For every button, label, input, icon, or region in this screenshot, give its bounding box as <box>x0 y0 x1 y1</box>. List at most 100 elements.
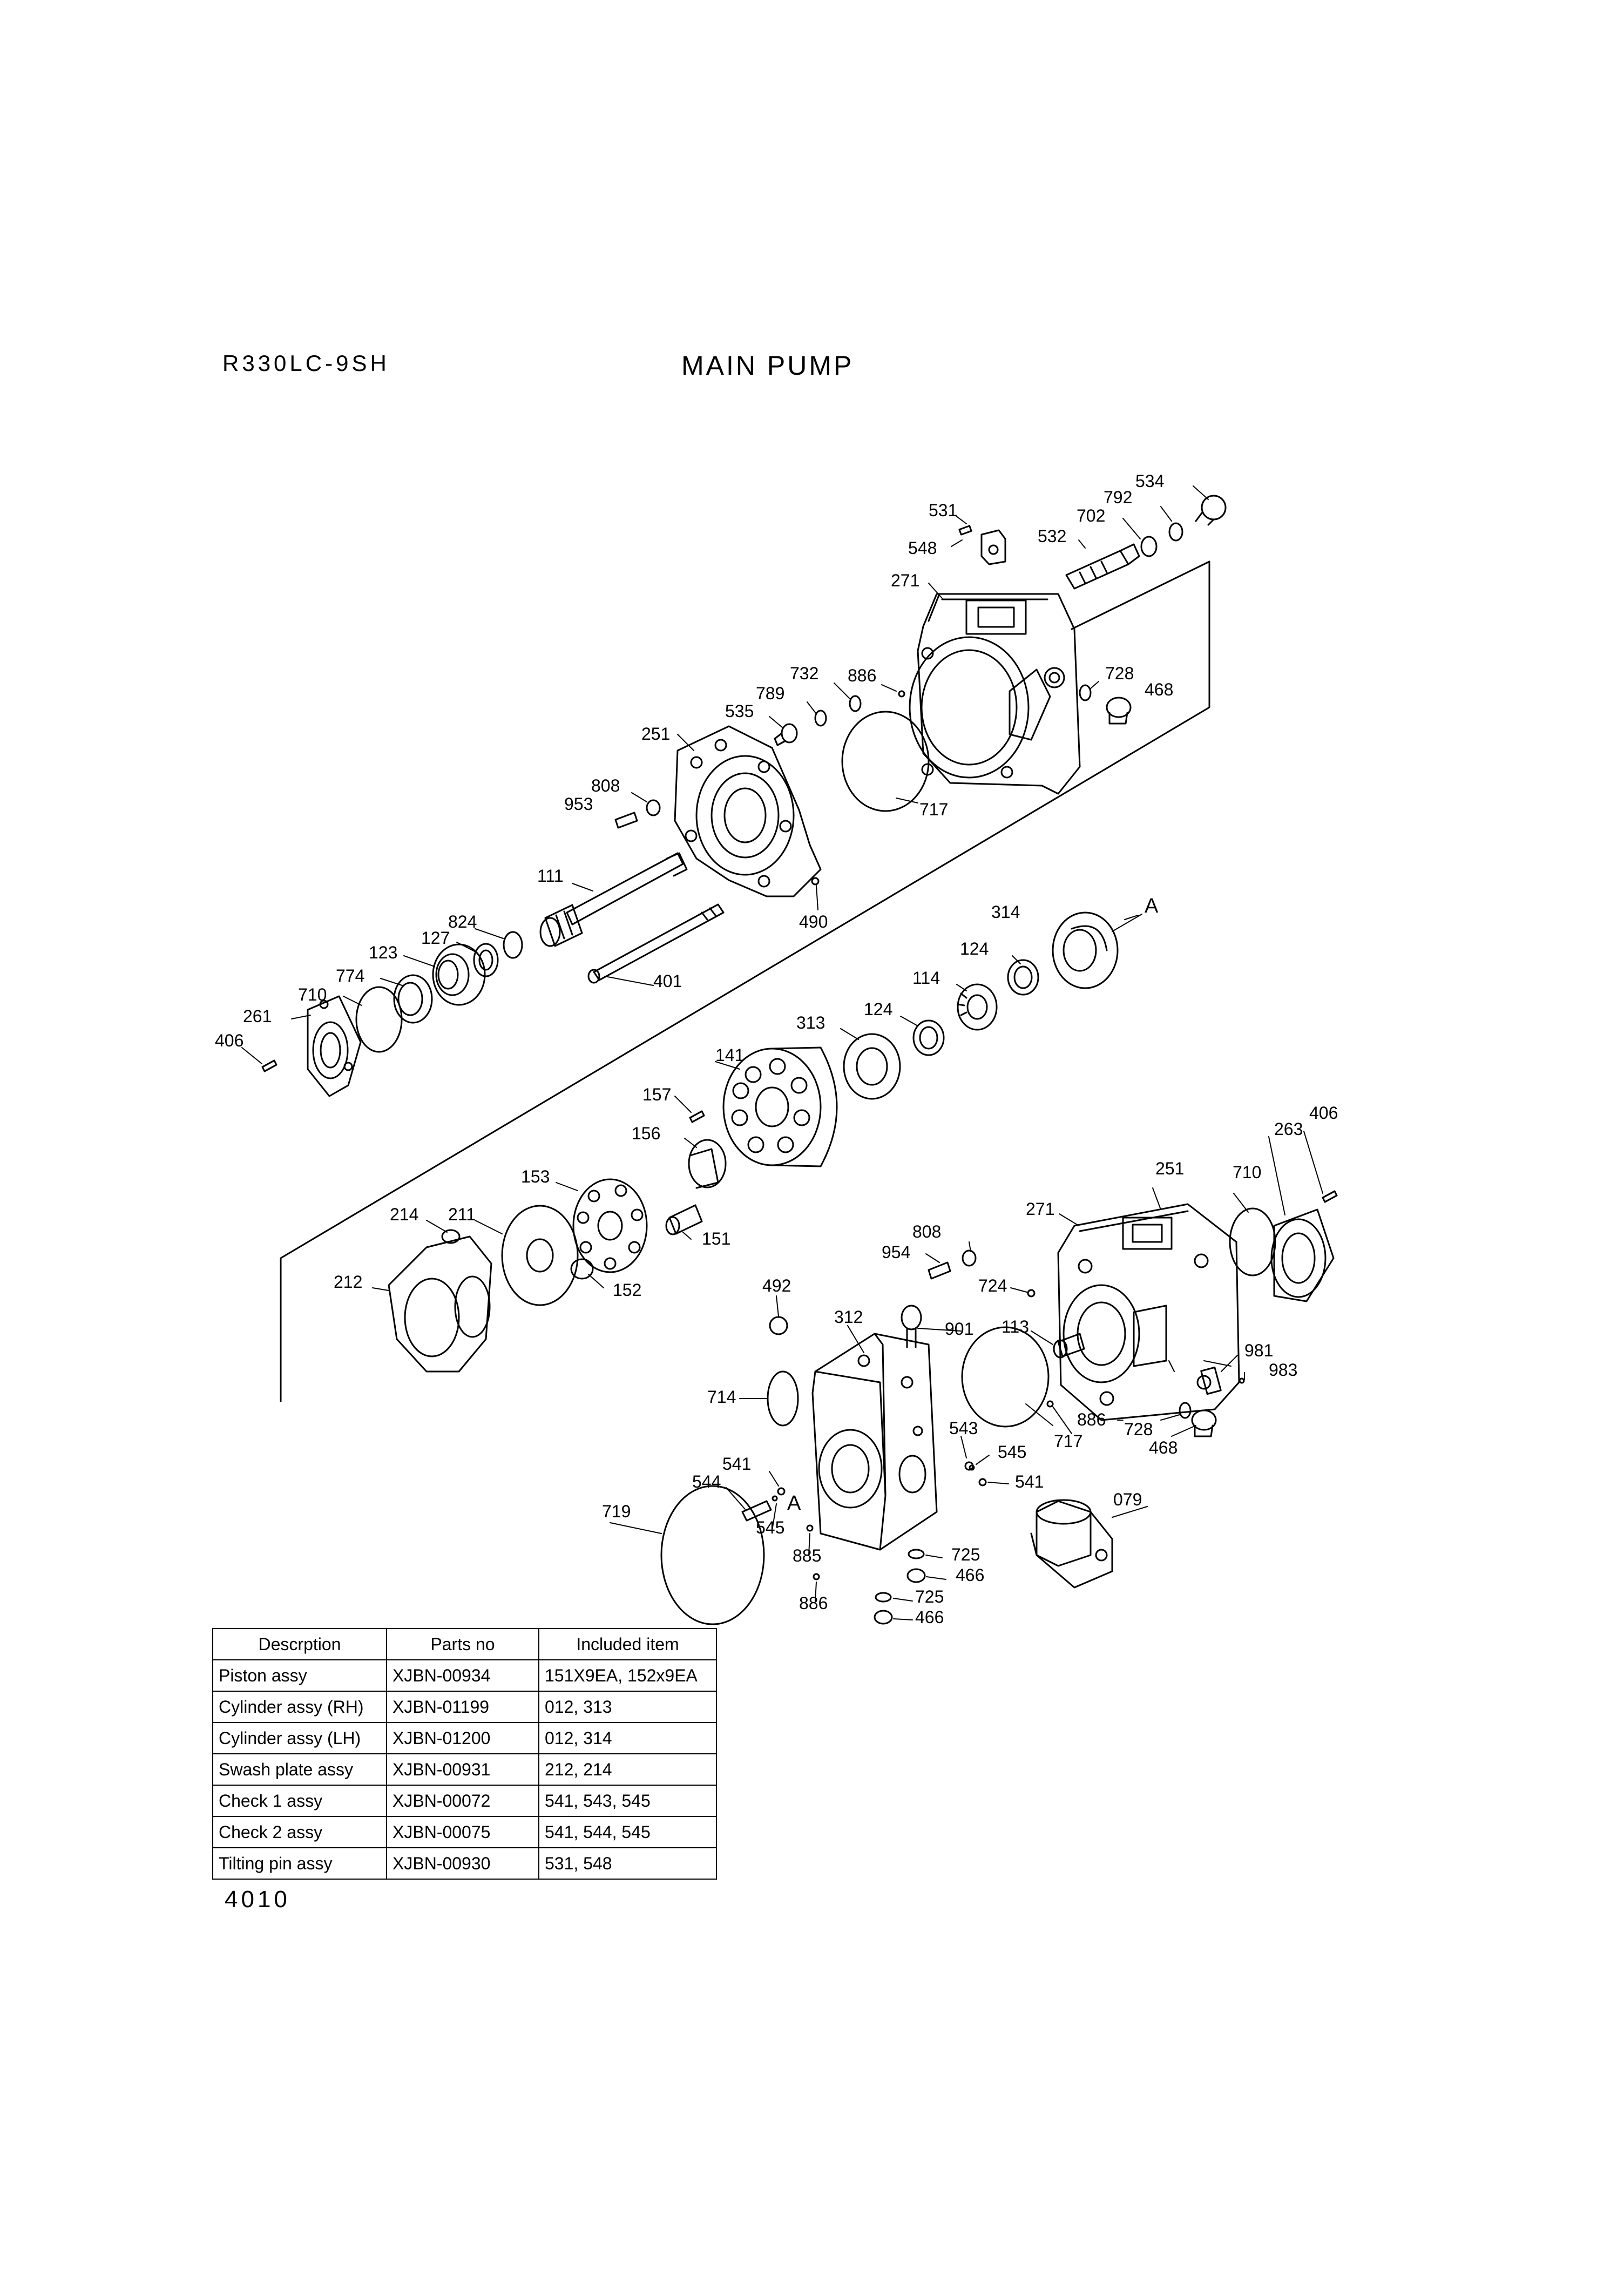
table-row: Cylinder assy (LH) XJBN-01200 012, 314 <box>212 1722 717 1754</box>
callout-725-b: 725 <box>915 1587 944 1606</box>
callout-124-lower: 124 <box>864 999 892 1019</box>
model-code: R330LC-9SH <box>222 350 390 376</box>
spring-pin-886-upper <box>898 690 905 698</box>
callout-792: 792 <box>1104 488 1132 507</box>
cylinder-block-141 <box>722 1046 838 1167</box>
pin-983 <box>1239 1377 1245 1384</box>
callout-725-a: 725 <box>951 1545 980 1564</box>
name-plate-981 <box>1200 1366 1222 1395</box>
callout-468-upper: 468 <box>1145 680 1173 699</box>
cell-parts-no: XJBN-01199 <box>386 1691 539 1723</box>
set-screw-954 <box>928 1261 951 1280</box>
cell-parts-no: XJBN-00072 <box>386 1785 539 1817</box>
eye-bolt-901 <box>901 1305 922 1348</box>
nut-808-upper <box>646 799 661 816</box>
callout-728-lower: 728 <box>1124 1420 1153 1439</box>
backup-ring-789 <box>814 710 827 727</box>
stopper-535 <box>774 723 798 746</box>
callout-548: 548 <box>908 538 937 558</box>
support-251 <box>674 725 822 897</box>
socket-bolt-401 <box>587 903 725 984</box>
table-header-row: Descrption Parts no Included item <box>212 1628 717 1660</box>
swash-plate-212 <box>388 1235 492 1373</box>
plug-534 <box>1195 495 1227 526</box>
cell-parts-no: XJBN-00934 <box>386 1659 539 1692</box>
socket-bolt-406-left <box>261 1059 278 1072</box>
bushing-156 <box>688 1139 727 1189</box>
spline-coupling-114 <box>957 983 998 1031</box>
callout-157: 157 <box>642 1085 671 1104</box>
plug-468-upper <box>1106 697 1132 725</box>
callout-953: 953 <box>564 794 593 814</box>
callout-123: 123 <box>369 943 397 962</box>
callout-886-upper: 886 <box>848 666 876 685</box>
o-ring-724 <box>1027 1289 1036 1298</box>
callout-710-right: 710 <box>1233 1163 1261 1182</box>
callout-141: 141 <box>715 1045 744 1065</box>
steel-ball-545-left <box>772 1495 778 1502</box>
table-row: Piston assy XJBN-00934 151X9EA, 152x9EA <box>212 1659 717 1692</box>
plug-492 <box>769 1316 788 1335</box>
socket-bolt-406-right <box>1322 1190 1338 1203</box>
plug-468-lower <box>1191 1409 1217 1437</box>
backup-ring-792 <box>1168 522 1183 542</box>
callout-466-a: 466 <box>956 1565 984 1585</box>
column-header-description: Descrption <box>212 1628 387 1660</box>
callout-983: 983 <box>1269 1360 1297 1380</box>
servo-piston <box>1065 543 1140 590</box>
callout-492: 492 <box>762 1276 791 1295</box>
callout-886-lower: 886 <box>1077 1410 1106 1429</box>
pump-casing-upper <box>909 593 1081 795</box>
callout-152: 152 <box>613 1280 641 1300</box>
callout-702: 702 <box>1077 506 1105 525</box>
table-row: Swash plate assy XJBN-00931 212, 214 <box>212 1753 717 1786</box>
o-ring-725-b <box>875 1592 892 1603</box>
leader-lines <box>241 485 1323 1620</box>
callout-153: 153 <box>521 1167 550 1186</box>
callout-212: 212 <box>334 1272 362 1292</box>
seat-541-right <box>978 1478 987 1487</box>
o-ring-702 <box>1140 536 1158 557</box>
shoe-152 <box>570 1258 594 1280</box>
callout-901: 901 <box>945 1319 973 1339</box>
cylinder-spring-157 <box>689 1110 705 1123</box>
piston-151 <box>665 1204 703 1235</box>
callout-114: 114 <box>912 968 940 988</box>
o-ring-728-lower <box>1179 1402 1192 1419</box>
o-ring-725-a <box>908 1549 925 1559</box>
spring-pin-886-lower <box>1046 1400 1054 1408</box>
shoe-plate-211 <box>501 1205 579 1306</box>
table-row: Check 2 assy XJBN-00075 541, 544, 545 <box>212 1816 717 1848</box>
callout-251-upper: 251 <box>641 724 670 744</box>
callout-774: 774 <box>336 966 364 985</box>
parts-assembly-table: Descrption Parts no Included item Piston… <box>212 1628 717 1880</box>
o-ring-719 <box>660 1485 765 1625</box>
callout-717-lower: 717 <box>1054 1431 1082 1451</box>
nut-808-lower <box>962 1249 977 1267</box>
callout-406-right: 406 <box>1309 1103 1338 1123</box>
callout-251-lower: 251 <box>1155 1159 1184 1178</box>
tilting-pin <box>958 525 1006 565</box>
proportional-valve-079 <box>1030 1499 1113 1589</box>
assembly-frame <box>280 560 1210 1402</box>
callout-724: 724 <box>978 1276 1007 1295</box>
callout-808-upper: 808 <box>591 776 620 795</box>
callout-531: 531 <box>929 501 957 520</box>
cell-parts-no: XJBN-00931 <box>386 1753 539 1786</box>
callout-532: 532 <box>1038 526 1066 546</box>
plug-466-b <box>874 1610 893 1625</box>
spring-pin-886-bottom <box>813 1573 820 1580</box>
callout-543: 543 <box>949 1418 978 1438</box>
callout-124-upper: 124 <box>960 939 989 958</box>
cell-included-item: 151X9EA, 152x9EA <box>538 1659 717 1692</box>
assembly-frame-edge <box>1071 560 1210 630</box>
o-ring-717-lower <box>961 1326 1050 1428</box>
stopper-544 <box>741 1500 772 1522</box>
callout-127: 127 <box>421 928 450 948</box>
callout-261: 261 <box>243 1006 272 1026</box>
column-header-included-item: Included item <box>538 1628 717 1660</box>
needle-bearing-124-upper <box>1007 959 1039 996</box>
callout-271-lower: 271 <box>1026 1199 1054 1219</box>
